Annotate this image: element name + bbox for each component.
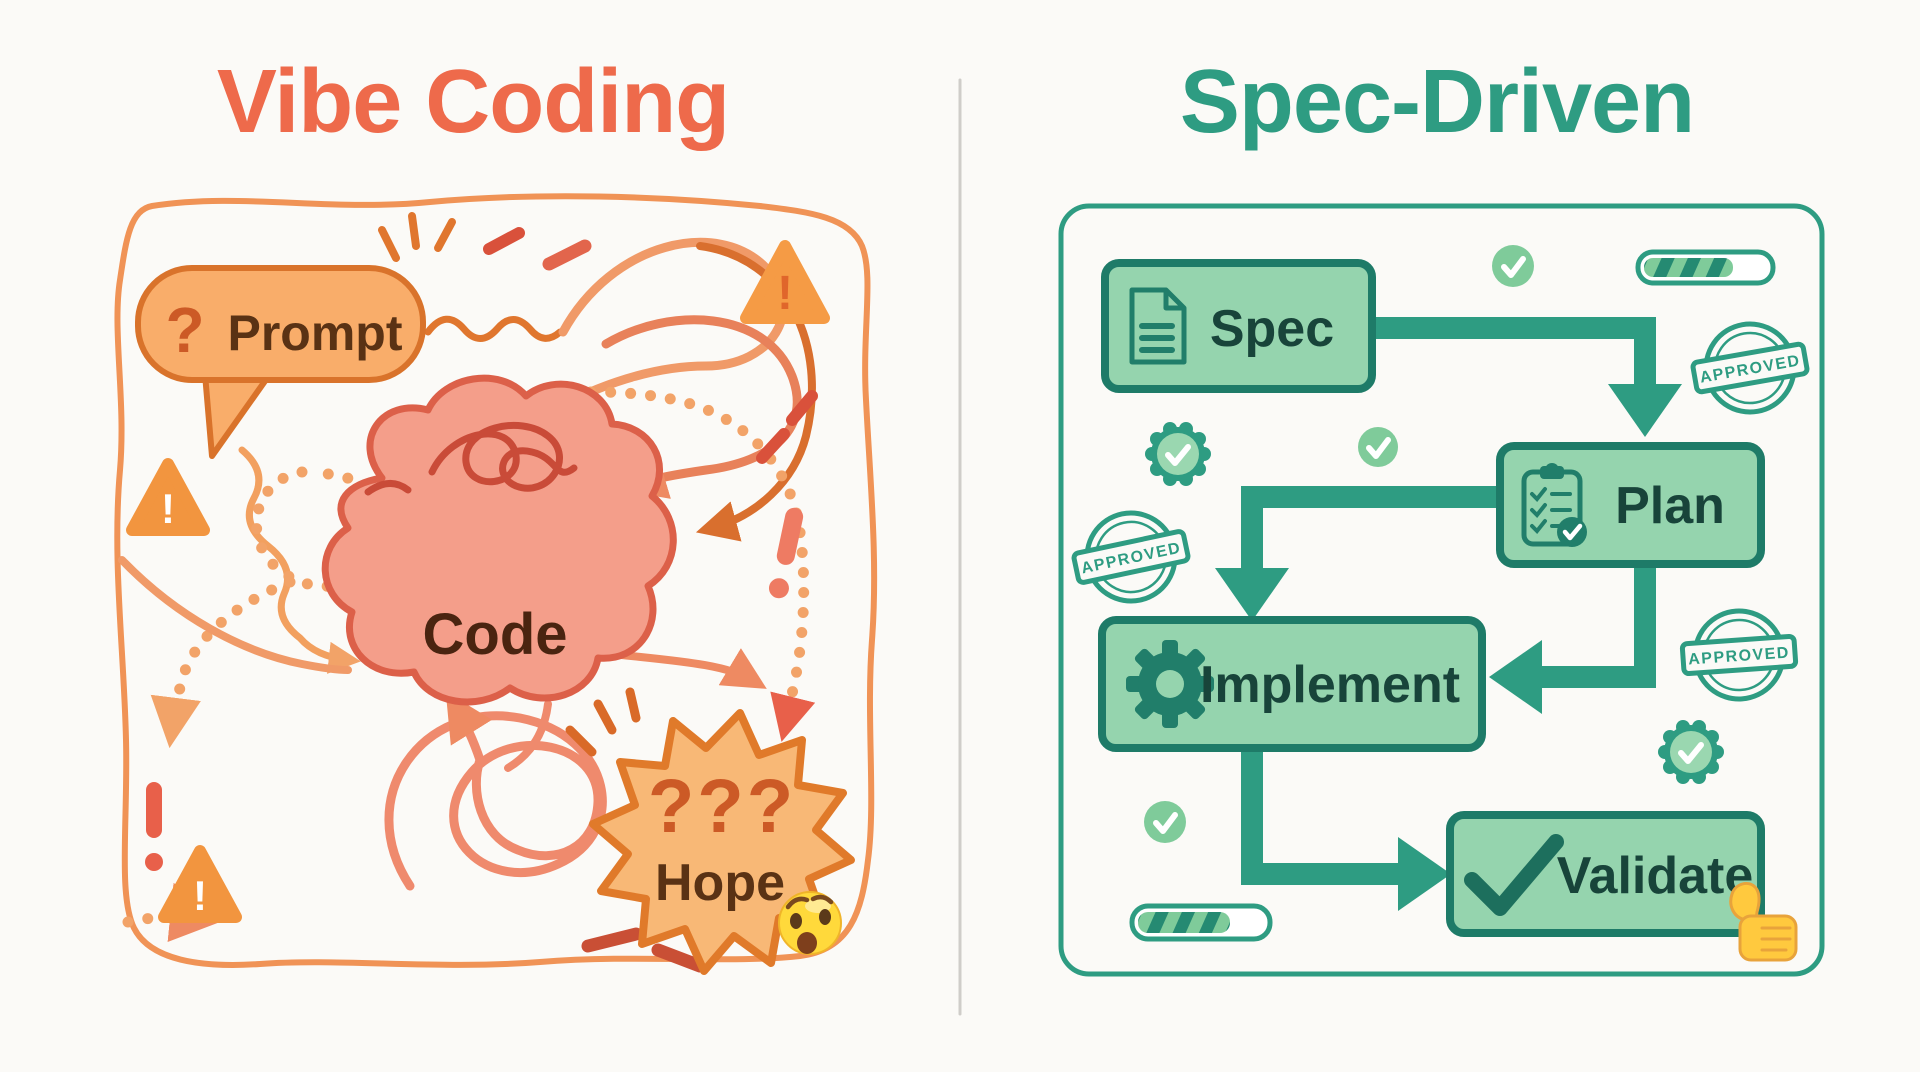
tangle-scribble-icon xyxy=(364,421,578,496)
arrowhead-left-icon xyxy=(1489,640,1542,714)
hope-label: Hope xyxy=(655,854,785,912)
loop-arrow xyxy=(695,242,816,542)
tangle-scribble xyxy=(384,691,607,891)
flow-arrowheads xyxy=(1215,384,1682,911)
check-icon xyxy=(1464,834,1564,916)
flow-arrow-implement-validate xyxy=(1241,744,1398,885)
question-marks: ??? xyxy=(648,764,796,849)
vibe-coding-panel: Vibe Coding xyxy=(114,52,878,975)
arrowhead-down-icon xyxy=(1608,384,1682,437)
thumbs-up-icon xyxy=(1729,882,1798,962)
progress-bar xyxy=(1635,249,1776,286)
step-label-validate: Validate xyxy=(1557,847,1754,905)
radiating-ticks xyxy=(378,212,456,262)
warning-mark: ! xyxy=(193,872,207,919)
code-cloud: Code xyxy=(321,374,677,706)
code-label: Code xyxy=(423,602,568,667)
squiggle-connector xyxy=(424,315,564,342)
arrowhead-down-icon xyxy=(1215,568,1289,621)
cloud-drop-line xyxy=(504,700,552,772)
document-icon xyxy=(1129,287,1187,365)
warning-triangle-icon: ! xyxy=(158,845,242,923)
worried-face-icon xyxy=(778,891,842,955)
prompt-label: Prompt xyxy=(228,305,403,361)
warning-triangle-icon: ! xyxy=(740,240,830,324)
vibe-frame-border xyxy=(114,193,878,968)
approved-stamp: APPROVED xyxy=(1679,608,1799,702)
clipboard-check-icon xyxy=(1521,463,1587,547)
spec-frame-border xyxy=(1058,203,1825,977)
flow-arrow-plan-implement-side xyxy=(1540,560,1656,688)
seal-check-icon xyxy=(1145,422,1211,486)
approved-stamp: APPROVED xyxy=(1071,510,1191,604)
sweep-line xyxy=(118,556,352,674)
progress-bar xyxy=(1129,903,1273,942)
exclamation-icon xyxy=(768,507,804,599)
question-mark: ? xyxy=(165,294,204,366)
red-dashes xyxy=(483,227,818,973)
warning-triangle-icon: ! xyxy=(126,458,210,536)
wiggle-arrow xyxy=(238,446,361,674)
seal-check-icon xyxy=(1658,720,1724,784)
progress-bar-fill xyxy=(1644,258,1733,277)
spec-driven-title: Spec-Driven xyxy=(1180,52,1694,152)
check-circle-icon xyxy=(1358,427,1398,467)
gear-icon xyxy=(1126,640,1214,728)
dotted-loop xyxy=(251,466,392,592)
step-box-spec: Spec xyxy=(1101,259,1376,393)
flow-arrow-spec-plan xyxy=(1372,317,1656,386)
prompt-bubble: ? Prompt xyxy=(135,265,426,459)
check-circle-icon xyxy=(1492,245,1534,287)
step-label-spec: Spec xyxy=(1210,300,1334,358)
vibe-coding-title: Vibe Coding xyxy=(217,52,729,152)
scatter-marks xyxy=(145,212,818,973)
approved-stamp: APPROVED xyxy=(1690,321,1810,415)
step-label-implement: Implement xyxy=(1200,656,1460,714)
progress-bar-fill xyxy=(1138,912,1230,933)
step-box-validate: Validate xyxy=(1446,811,1765,937)
step-box-plan: Plan xyxy=(1496,442,1765,568)
exclamation-icon xyxy=(145,782,163,871)
check-circle-icon xyxy=(1144,801,1186,843)
flow-arrows xyxy=(1241,317,1656,885)
dotted-arrow xyxy=(150,576,296,749)
step-box-implement: Implement xyxy=(1098,616,1486,752)
flow-arrow-plan-implement xyxy=(1241,486,1500,570)
radiating-ticks xyxy=(565,687,641,757)
warning-mark: ! xyxy=(777,267,793,320)
arrowhead-right-icon xyxy=(1398,837,1451,911)
spec-driven-panel: Spec-Driven Spec xyxy=(1058,52,1825,977)
step-label-plan: Plan xyxy=(1615,477,1725,535)
warning-mark: ! xyxy=(161,485,175,532)
